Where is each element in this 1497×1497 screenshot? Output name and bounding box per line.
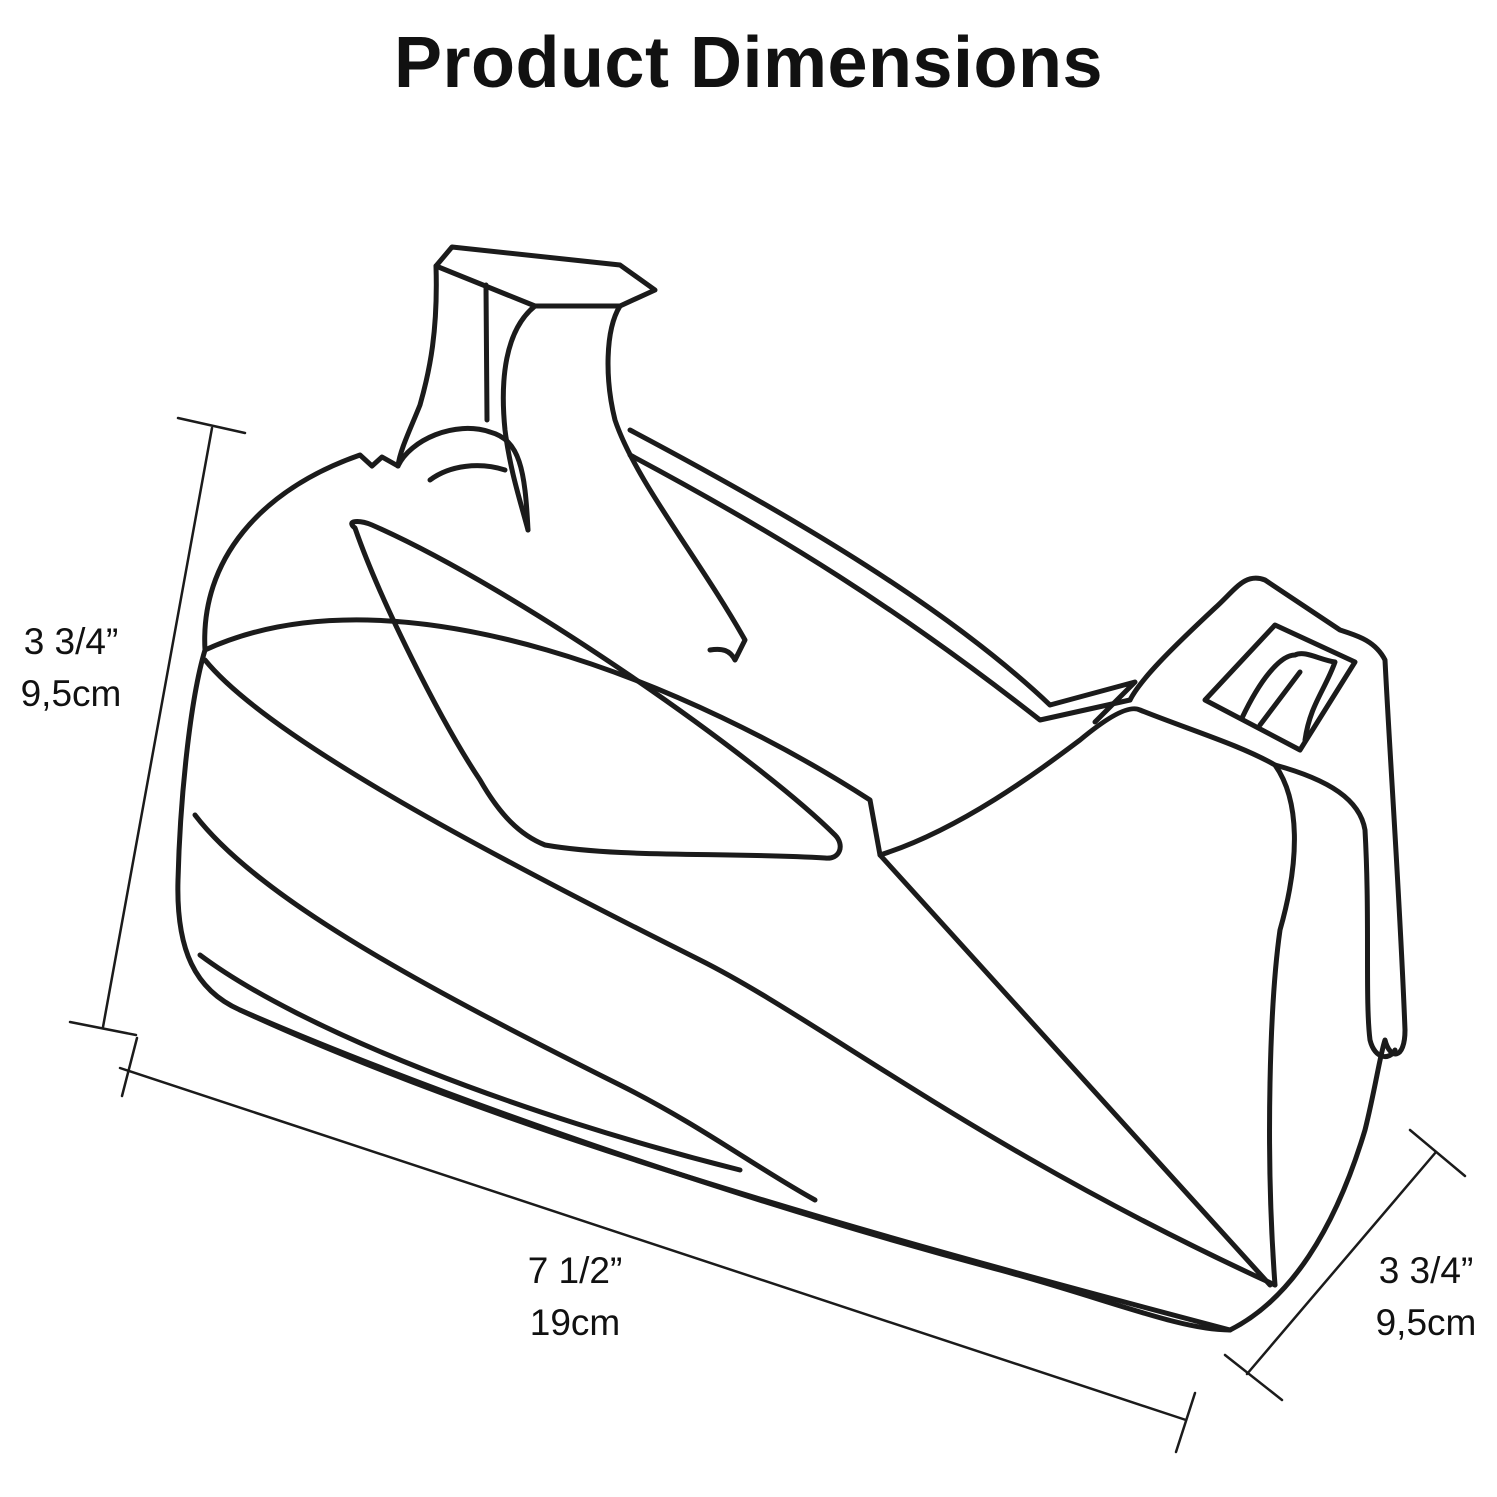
depth-imperial: 3 3/4” [1378, 1250, 1474, 1291]
depth-dimension-line [1223, 1128, 1467, 1402]
depth-metric: 9,5cm [1375, 1302, 1477, 1343]
tape-spindle [395, 244, 748, 663]
dispenser-body [175, 427, 1408, 1333]
length-imperial: 7 1/2” [527, 1250, 623, 1291]
height-dimension-label: 3 3/4” 9,5cm [0, 616, 142, 720]
length-dimension-line [118, 1036, 1197, 1454]
length-metric: 19cm [529, 1302, 621, 1343]
page-title: Product Dimensions [393, 23, 1104, 103]
height-imperial: 3 3/4” [23, 621, 119, 662]
depth-dimension-label: 3 3/4” 9,5cm [1355, 1245, 1497, 1349]
height-dimension-line [68, 416, 247, 1037]
length-dimension-label: 7 1/2” 19cm [500, 1245, 650, 1349]
height-metric: 9,5cm [20, 673, 122, 714]
